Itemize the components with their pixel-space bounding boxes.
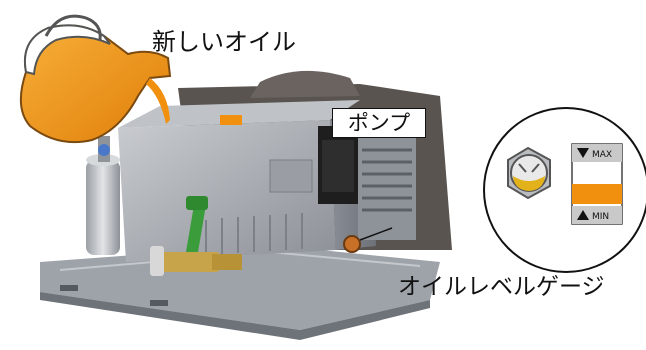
- level-scale: MAX MIN: [571, 143, 623, 225]
- cooling-fan: [318, 126, 416, 240]
- pump-label: ポンプ: [332, 108, 426, 138]
- motor-cylinder: [86, 136, 120, 255]
- max-triangle-icon: [577, 148, 589, 158]
- valve: [150, 196, 242, 276]
- gauge-max-label: MAX: [592, 150, 612, 160]
- oil-jug: [19, 14, 172, 144]
- gauge-inset: MAX MIN: [483, 107, 646, 273]
- min-triangle-icon: [577, 210, 589, 220]
- gauge-hexnut: [507, 146, 551, 200]
- pump-gauge-window: [343, 227, 393, 253]
- new-oil-label: 新しいオイル: [152, 28, 296, 56]
- oil-level-gauge-label: オイルレベルゲージ: [398, 274, 605, 300]
- gauge-min-label: MIN: [592, 212, 609, 222]
